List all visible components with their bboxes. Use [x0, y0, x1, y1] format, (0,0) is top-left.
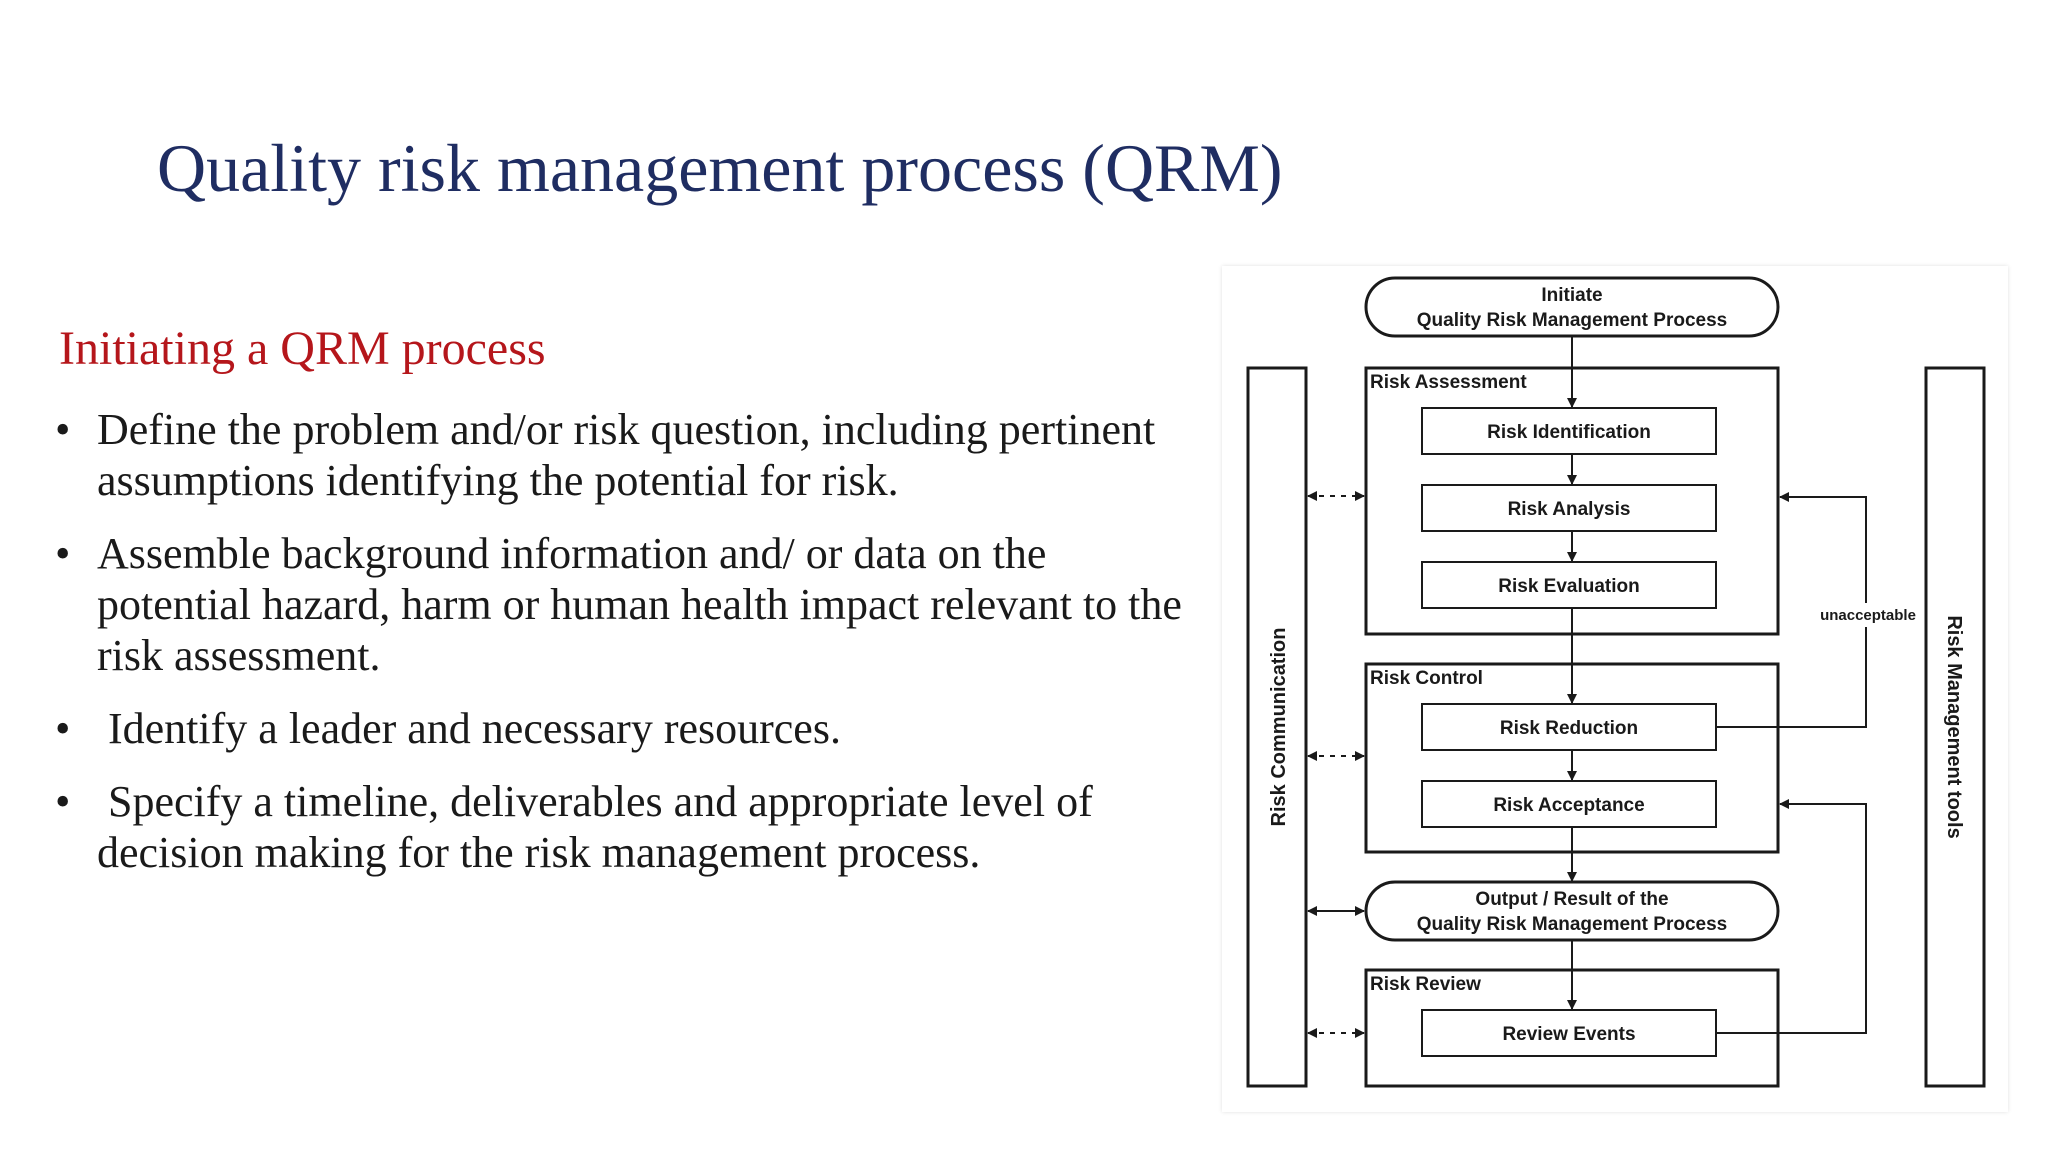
- unacceptable-label-bg: [1818, 603, 1920, 627]
- slide-title: Quality risk management process (QRM): [157, 130, 1283, 206]
- risk-management-tools-label: Risk Management tools: [1943, 615, 1965, 838]
- bullet-item: • Assemble background information and/ o…: [55, 528, 1205, 681]
- bullet-text: Assemble background information and/ or …: [97, 529, 1182, 680]
- bullet-text: Specify a timeline, deliverables and app…: [97, 777, 1093, 877]
- feedback-arrows: [1716, 492, 1867, 1034]
- bullet-item: • Identify a leader and necessary resour…: [55, 703, 1205, 754]
- bullet-marker: •: [55, 529, 71, 578]
- risk-evaluation-node: [1421, 561, 1717, 609]
- risk-management-tools-bar: [1924, 366, 1986, 1088]
- section-subheading: Initiating a QRM process: [59, 322, 546, 375]
- initiate-line2: Quality Risk Management Process: [1417, 310, 1727, 331]
- bullet-text: Identify a leader and necessary resource…: [108, 704, 841, 753]
- review-events-label: Review Events: [1502, 1024, 1635, 1045]
- unacceptable-label: unacceptable: [1820, 607, 1916, 624]
- bullet-list: • Define the problem and/or risk questio…: [55, 404, 1205, 900]
- initiate-line1: Initiate: [1541, 285, 1602, 306]
- risk-acceptance-label: Risk Acceptance: [1493, 795, 1644, 816]
- output-line2: Quality Risk Management Process: [1417, 914, 1727, 935]
- bullet-marker: •: [55, 777, 71, 826]
- bullet-marker: •: [55, 405, 71, 454]
- qrm-flow-svg: Risk Communication Risk Management tools…: [1246, 276, 1986, 1088]
- risk-evaluation-label: Risk Evaluation: [1498, 576, 1640, 597]
- risk-review-label: Risk Review: [1370, 974, 1481, 995]
- bullet-text: Define the problem and/or risk question,…: [97, 405, 1156, 505]
- risk-control-label: Risk Control: [1370, 668, 1483, 689]
- risk-assessment-label: Risk Assessment: [1370, 372, 1527, 393]
- risk-reduction-label: Risk Reduction: [1500, 718, 1638, 739]
- output-line1: Output / Result of the: [1475, 889, 1668, 910]
- review-loop-arrow: [1716, 799, 1867, 1034]
- bullet-item: • Specify a timeline, deliverables and a…: [55, 776, 1205, 878]
- risk-analysis-label: Risk Analysis: [1508, 499, 1631, 520]
- bullet-marker: •: [55, 704, 71, 753]
- risk-identification-label: Risk Identification: [1487, 422, 1651, 443]
- risk-acceptance-node: [1421, 780, 1717, 828]
- bullet-item: • Define the problem and/or risk questio…: [55, 404, 1205, 506]
- risk-identification-node: [1421, 407, 1717, 455]
- risk-analysis-node: [1421, 484, 1717, 532]
- risk-communication-bar: [1246, 366, 1308, 1088]
- qrm-flow-diagram: Risk Communication Risk Management tools…: [1222, 266, 2008, 1112]
- communication-arrows: [1307, 491, 1365, 1038]
- risk-communication-label: Risk Communication: [1268, 628, 1290, 827]
